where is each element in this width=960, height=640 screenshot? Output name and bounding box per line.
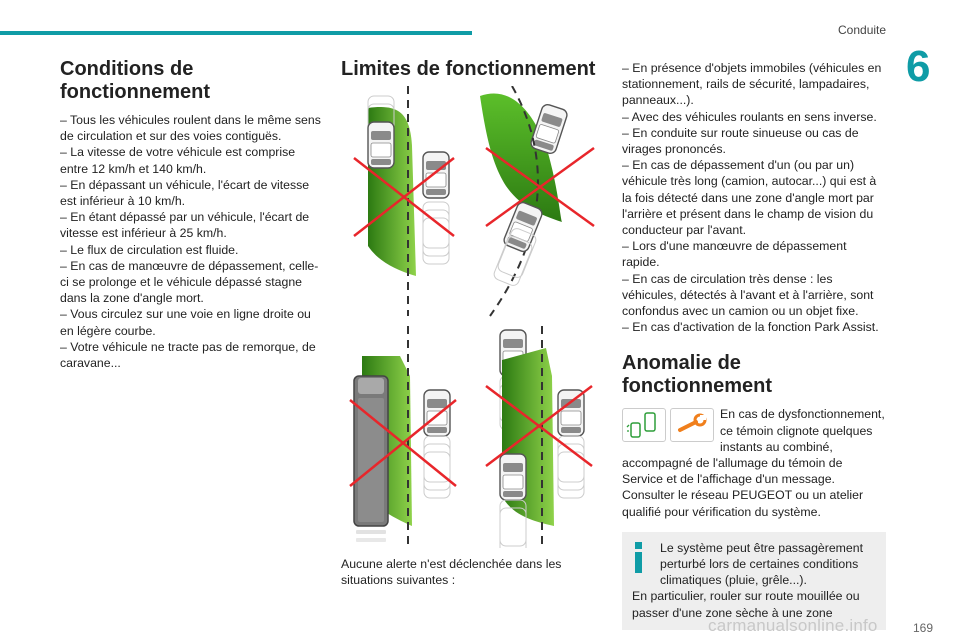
scenario-long-vehicle <box>349 326 457 548</box>
limits-title: Limites de fonctionnement <box>341 58 596 80</box>
section-title: Conduite <box>838 23 887 37</box>
conditions-item: – Vous circulez sur une voie en ligne dr… <box>60 307 311 338</box>
info-text-continued: En particulier, rouler sur route mouillé… <box>632 589 860 620</box>
conditions-section: Conditions de fonctionnement – Tous les … <box>60 58 322 371</box>
limits-and-malfunction-section: – En présence d'objets immobiles (véhicu… <box>622 60 886 630</box>
scenario-curved-road <box>480 86 595 317</box>
scenario-straight-road <box>353 86 455 316</box>
conditions-title: Conditions de fonctionnement <box>60 58 210 103</box>
limits-item: – Lors d'une manœuvre de dépassement rap… <box>622 239 847 270</box>
malfunction-advice: Consulter le réseau PEUGEOT ou un atelie… <box>622 488 864 519</box>
limits-item: – En cas de circulation très dense : les… <box>622 271 874 319</box>
limits-item: – En cas d'activation de la fonction Par… <box>622 320 879 335</box>
rear-car-icon <box>499 453 527 501</box>
limits-item: – En conduite sur route sinueuse ou cas … <box>622 125 859 157</box>
curve-car-icon <box>528 102 570 156</box>
conditions-item: – En cas de manœuvre de dépassement, cel… <box>60 258 319 306</box>
conditions-item: – Votre véhicule ne tracte pas de remorq… <box>60 339 316 371</box>
adjacent-car-icon <box>422 151 450 199</box>
ego-car-icon <box>423 389 451 437</box>
info-icon <box>634 541 642 573</box>
malfunction-title: Anomalie de fonctionnement <box>622 352 772 398</box>
limits-item: – En cas de dépassement d'un (ou par un)… <box>622 158 877 238</box>
conditions-item: – Le flux de circulation est fluide. <box>60 242 239 257</box>
conditions-item: – En dépassant un véhicule, l'écart de v… <box>60 177 310 209</box>
limits-caption: Aucune alerte n'est déclenchée dans les … <box>341 557 562 588</box>
limits-item: – Avec des véhicules roulants en sens in… <box>622 109 877 124</box>
malfunction-text: En cas de dysfonctionnement, ce témoin c… <box>622 407 885 487</box>
watermark: carmanualsonline.info <box>708 616 878 635</box>
blind-spot-warning-icon <box>622 408 666 443</box>
ego-car-icon <box>557 389 585 437</box>
info-text: Le système peut être passagèrement pertu… <box>660 540 864 588</box>
chapter-number: 6 <box>906 42 931 91</box>
info-box: Le système peut être passagèrement pertu… <box>622 531 886 630</box>
wrench-service-icon <box>670 408 714 443</box>
header-accent-bar <box>0 31 472 35</box>
limitations-illustration <box>349 86 595 548</box>
conditions-item: – La vitesse de votre véhicule est compr… <box>60 145 296 176</box>
limits-item: – En présence d'objets immobiles (véhicu… <box>622 61 882 108</box>
warning-lamps <box>622 408 714 443</box>
ego-car-icon <box>367 121 395 169</box>
conditions-item: – En étant dépassé par un véhicule, l'éc… <box>60 210 310 241</box>
conditions-item: – Tous les véhicules roulent dans le mêm… <box>60 113 321 144</box>
page-number: 169 <box>913 621 934 635</box>
scenario-dense-traffic <box>485 326 593 548</box>
